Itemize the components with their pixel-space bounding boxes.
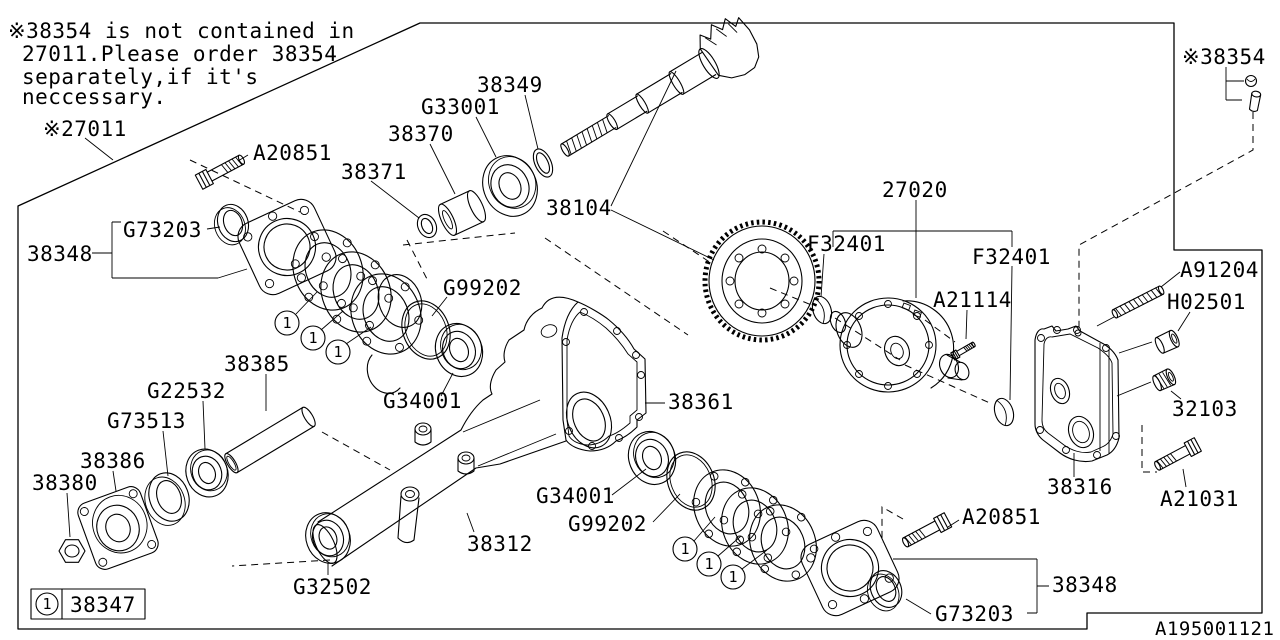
nut-38380 (59, 540, 85, 563)
legend-box: 1 38347 (31, 589, 145, 619)
callout-markers: 1 1 1 1 1 1 (275, 311, 745, 589)
part-label-g73203-left: G73203 (123, 218, 202, 242)
part-label-g73203-right: G73203 (935, 602, 1014, 626)
stud-a91204-drawing (1110, 284, 1166, 320)
legend-callout: 1 (42, 595, 51, 613)
part-label-a91204: A91204 (1180, 258, 1259, 282)
svg-text:1: 1 (282, 314, 291, 332)
diff-case-drawing (827, 298, 971, 392)
part-label-a21114: A21114 (933, 288, 1012, 312)
part-label-a20851-top: A20851 (253, 141, 332, 165)
spacer-38370 (435, 188, 489, 237)
part-label-38349: 38349 (477, 73, 543, 97)
ring-gear-drawing (705, 222, 819, 340)
part-label-g34001-left: G34001 (383, 389, 462, 413)
svg-text:1: 1 (728, 568, 737, 586)
svg-text:1: 1 (333, 343, 342, 361)
part-label-38370: 38370 (388, 122, 454, 146)
part-label-38385: 38385 (224, 352, 290, 376)
bracket-38312 (398, 487, 419, 543)
part-label-g33001: G33001 (421, 95, 500, 119)
part-label-a21031: A21031 (1160, 487, 1239, 511)
plug-h02501-drawing (1152, 328, 1182, 356)
assembly-ref-label: ※27011 (43, 117, 127, 141)
flange-38386 (75, 484, 161, 572)
note-line-2: 27011.Please order 38354 (22, 42, 337, 66)
part-label-38348-left: 38348 (27, 242, 93, 266)
part-label-a20851-bottom: A20851 (962, 505, 1041, 529)
part-label-g99202-right: G99202 (568, 512, 647, 536)
bolt-a20851-bottom-drawing (899, 512, 953, 551)
part-labels: A20851 38371 38370 G33001 38349 38104 G7… (27, 45, 1266, 626)
flange-bolt-holes (563, 309, 645, 450)
legend-part-number: 38347 (70, 593, 136, 617)
note-line-3: separately,if it's (22, 65, 259, 89)
diagram-id: A195001121 (1155, 618, 1274, 640)
washer-f32401-right (990, 395, 1018, 429)
companion-flange-group-drawing (59, 405, 318, 572)
plug-32103-drawing (1150, 367, 1179, 393)
diagram-border (18, 23, 1262, 629)
part-label-h02501: H02501 (1167, 290, 1246, 314)
pilot-parts-38354-drawing (1246, 76, 1262, 113)
bolt-a21114-drawing (950, 340, 977, 361)
svg-text:1: 1 (680, 540, 689, 558)
part-label-38380: 38380 (32, 471, 98, 495)
carrier-housing-drawing (298, 268, 646, 571)
svg-text:1: 1 (308, 329, 317, 347)
part-label-g99202-left: G99202 (443, 276, 522, 300)
note-line-4: neccessary. (22, 85, 167, 109)
part-label-f32401-left: F32401 (807, 232, 886, 256)
pipe-38385 (222, 405, 317, 474)
assembly-guide-lines (190, 112, 1253, 566)
part-label-38104: 38104 (546, 196, 612, 220)
part-label-g34001-right: G34001 (536, 484, 615, 508)
leader-lines (67, 67, 1244, 614)
callout-1: 1 (673, 537, 697, 561)
callout-1: 1 (326, 340, 350, 364)
part-label-38312: 38312 (467, 532, 533, 556)
callout-1: 1 (697, 552, 721, 576)
callout-1: 1 (275, 311, 299, 335)
part-label-g32502: G32502 (293, 575, 372, 599)
callout-1: 1 (301, 326, 325, 350)
note-line-1: ※38354 is not contained in (8, 19, 355, 43)
svg-text:1: 1 (704, 555, 713, 573)
part-label-27020: 27020 (882, 178, 948, 202)
part-label-38386: 38386 (80, 449, 146, 473)
rear-cover-drawing (1035, 326, 1120, 462)
part-label-38361: 38361 (668, 390, 734, 414)
drive-pinion-drawing (546, 9, 768, 175)
note-block: ※38354 is not contained in 27011.Please … (8, 19, 355, 141)
pinion-parts-drawing (414, 146, 557, 241)
part-label-38371: 38371 (341, 160, 407, 184)
part-label-f32401-right: F32401 (972, 245, 1051, 269)
part-label-38316: 38316 (1047, 475, 1113, 499)
side-retainer-right-drawing (620, 423, 953, 622)
part-label-38354: ※38354 (1182, 45, 1266, 69)
callout-1: 1 (721, 565, 745, 589)
part-label-38348-right: 38348 (1052, 573, 1118, 597)
part-label-g73513: G73513 (107, 409, 186, 433)
bolt-a21031-drawing (1151, 437, 1202, 475)
part-label-g22532: G22532 (147, 379, 226, 403)
part-label-32103: 32103 (1172, 397, 1238, 421)
